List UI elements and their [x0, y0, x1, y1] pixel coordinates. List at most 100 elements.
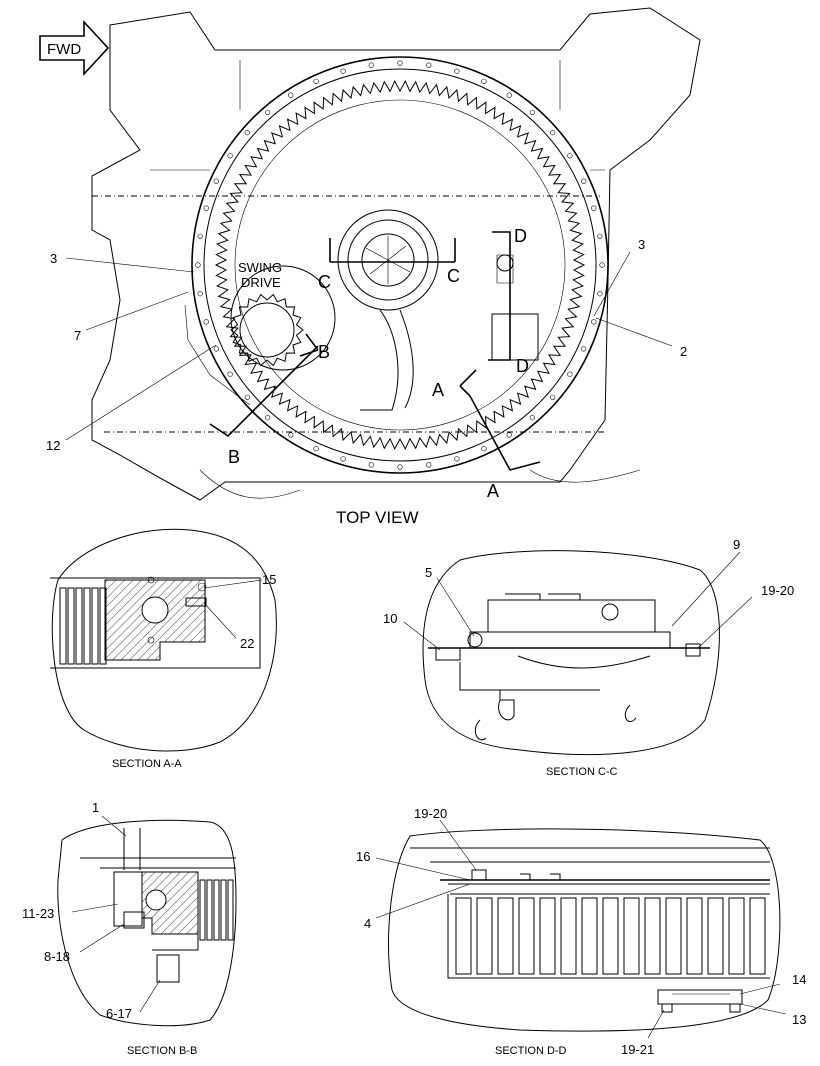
bearing-bolt — [197, 233, 203, 239]
gear-tooth — [83, 587, 91, 665]
frame-outline — [91, 7, 701, 501]
gear-tooth — [67, 587, 75, 665]
gear-rib — [476, 897, 493, 975]
callout-9: 9 — [733, 537, 740, 552]
bearing-bolt — [597, 291, 603, 297]
bearing-bolt — [529, 109, 535, 115]
gear-tooth — [91, 587, 99, 665]
callout-2: 2 — [680, 344, 687, 359]
bearing-bolt — [481, 446, 487, 452]
bearing-bolt — [481, 78, 487, 84]
bearing-bolt — [426, 62, 432, 68]
callout-13: 13 — [792, 1012, 806, 1027]
section-mark-c-left: C — [318, 272, 331, 292]
gear-tooth — [220, 879, 227, 941]
bearing-outer-ring — [191, 56, 609, 474]
section-mark-b-bottom: B — [228, 447, 240, 467]
center-swivel — [337, 209, 439, 411]
gear-rib — [602, 897, 619, 975]
fwd-arrow: FWD — [39, 19, 110, 77]
bearing-bolt-circle — [195, 60, 605, 470]
swing-drive-label-2: DRIVE — [241, 275, 281, 290]
bearing-bolt — [550, 130, 556, 136]
top-view-title: TOP VIEW — [336, 508, 419, 527]
bearing-bolt — [454, 456, 460, 462]
gear-teeth-b-b — [199, 879, 234, 941]
bearing-bolt — [244, 130, 250, 136]
gear-rib — [728, 897, 745, 975]
bearing-bolt — [213, 178, 219, 184]
callout-6-17: 6-17 — [106, 1006, 132, 1021]
gear-rib — [455, 897, 472, 975]
bearing-bolt — [454, 68, 460, 74]
section-mark-d-top: D — [514, 226, 527, 246]
gear-rib — [707, 897, 724, 975]
bearing-bolt — [368, 62, 374, 68]
bearing-bolt — [265, 415, 271, 421]
gear-tooth — [99, 587, 107, 665]
bearing-bolt — [529, 415, 535, 421]
bearing-bolt — [581, 178, 587, 184]
bearing-bolt — [397, 464, 403, 470]
gear-tooth — [206, 879, 213, 941]
bearing-bolt — [506, 432, 512, 438]
bearing-bolt — [313, 78, 319, 84]
callout-4: 4 — [364, 916, 371, 931]
callout-8-18: 8-18 — [44, 949, 70, 964]
gear-rib — [560, 897, 577, 975]
bearing-bolt — [340, 456, 346, 462]
bearing-bolt — [591, 205, 597, 211]
callout-7: 7 — [74, 328, 81, 343]
bearing-bolt — [426, 462, 432, 468]
bearing-bolt — [265, 109, 271, 115]
gear-tooth — [213, 879, 220, 941]
bearing-bolt — [203, 205, 209, 211]
gear-tooth — [59, 587, 67, 665]
callout-3-right: 3 — [638, 237, 645, 252]
bearing-bolt — [340, 68, 346, 74]
bearing-bolt — [599, 262, 605, 268]
bearing-bolt — [197, 291, 203, 297]
bearing-bolt — [213, 346, 219, 352]
callout-19-21: 19-21 — [621, 1042, 654, 1057]
callout-19-20-dd: 19-20 — [414, 806, 447, 821]
top-view: SWING DRIVE C C D — [46, 7, 701, 527]
gear-rib — [539, 897, 556, 975]
callout-3-left: 3 — [50, 251, 57, 266]
section-cuts — [209, 231, 541, 471]
callout-5: 5 — [425, 565, 432, 580]
bearing-bolt — [567, 153, 573, 159]
plate-d — [491, 254, 539, 361]
bearing-bolt — [288, 432, 294, 438]
bearing-bolt — [397, 60, 403, 66]
section-b-b: 1 11-23 8-18 6-17 SECTION B-B — [22, 800, 237, 1057]
gear-rib — [686, 897, 703, 975]
bearing-bolt — [506, 92, 512, 98]
section-c-c-title: SECTION C-C — [546, 766, 618, 778]
section-mark-c-right: C — [447, 266, 460, 286]
bearing-bolt — [227, 153, 233, 159]
swing-drive-label-1: SWING — [238, 260, 282, 275]
bearing-bolt — [288, 92, 294, 98]
callout-12: 12 — [46, 438, 60, 453]
bearing-bolt — [203, 319, 209, 325]
section-d-d-title: SECTION D-D — [495, 1045, 567, 1057]
section-mark-b-top: B — [318, 342, 330, 362]
bearing-bolt — [313, 446, 319, 452]
gear-tooth — [227, 879, 234, 941]
callout-10: 10 — [383, 611, 397, 626]
gear-rib — [581, 897, 598, 975]
fwd-label: FWD — [47, 41, 81, 58]
gear-rib — [665, 897, 682, 975]
gear-rib — [623, 897, 640, 975]
section-a-a: 15 22 SECTION A-A — [50, 528, 277, 770]
gear-rib — [518, 897, 535, 975]
bearing-bolt — [550, 394, 556, 400]
bearing-bolt — [227, 371, 233, 377]
callout-1: 1 — [92, 800, 99, 815]
callout-14: 14 — [792, 972, 806, 987]
gear-tooth — [75, 587, 83, 665]
bearing-bolt — [244, 394, 250, 400]
callout-19-20-cc: 19-20 — [761, 583, 794, 598]
